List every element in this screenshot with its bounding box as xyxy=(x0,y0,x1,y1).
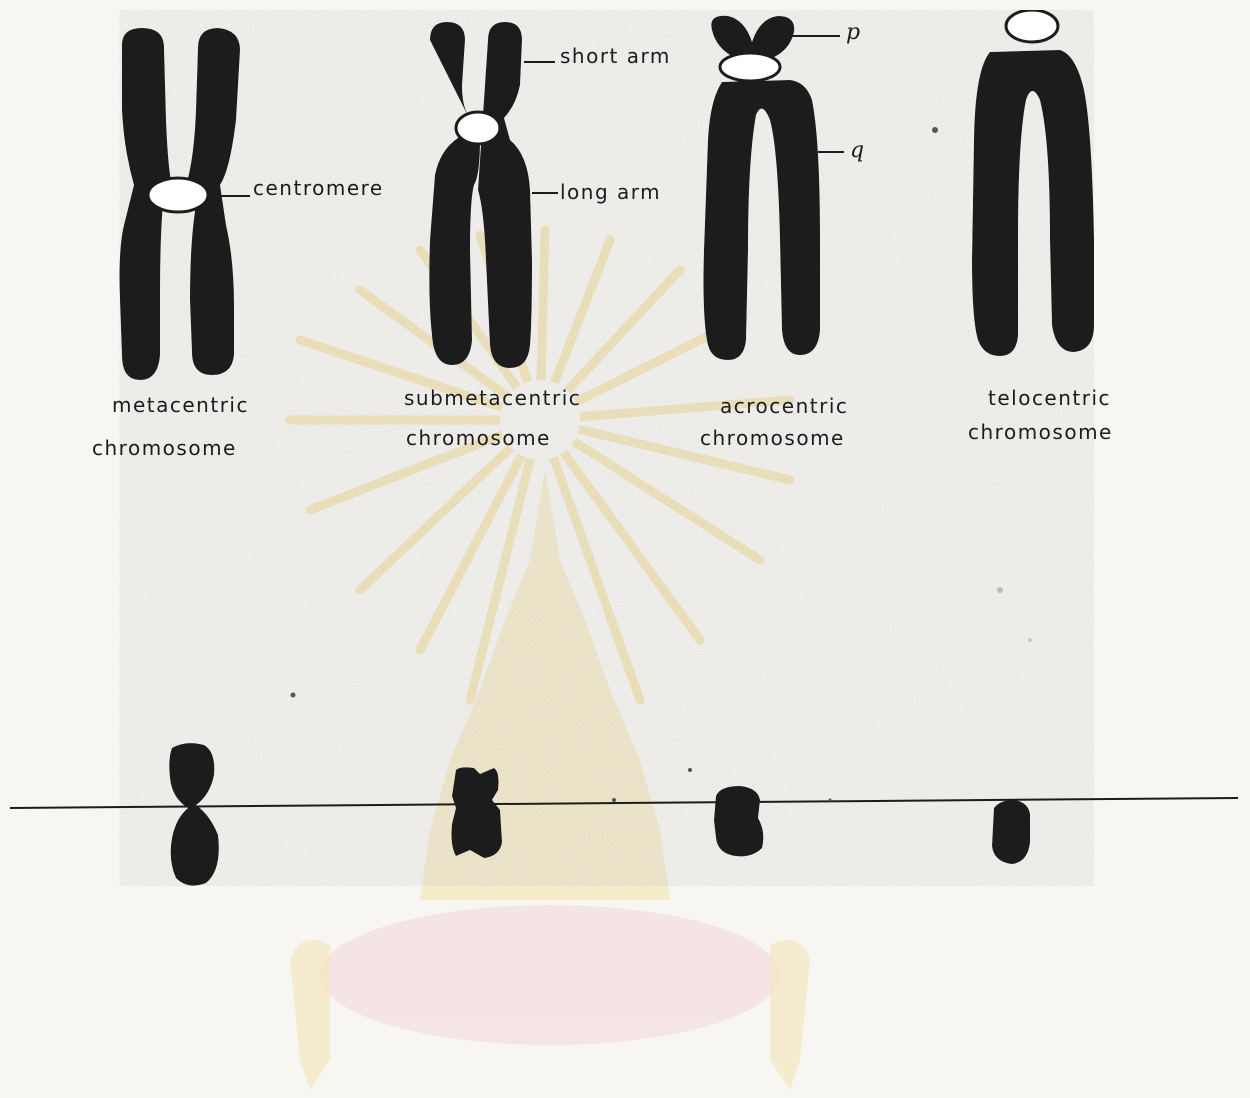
long-arm-label: long arm xyxy=(560,182,661,202)
q-arm-label: q xyxy=(850,140,864,162)
specimen-submetacentric xyxy=(452,767,503,858)
metacentric-label-line2: chromosome xyxy=(92,438,237,458)
specimen-telocentric xyxy=(992,800,1030,864)
speckles xyxy=(291,127,1033,802)
p-arm-label: p xyxy=(846,22,860,44)
centromere-label: centromere xyxy=(253,178,384,198)
specimen-acrocentric xyxy=(714,786,763,856)
acrocentric-label-line2: chromosome xyxy=(700,428,845,448)
metacentric-centromere xyxy=(148,178,208,212)
submetacentric-label-line2: chromosome xyxy=(406,428,551,448)
telocentric-chromosome xyxy=(972,50,1094,356)
metacentric-label-line1: metacentric xyxy=(112,395,249,415)
telocentric-label-line1: telocentric xyxy=(988,388,1111,408)
submetacentric-chromosome xyxy=(429,22,532,368)
telocentric-centromere xyxy=(1006,10,1058,42)
telocentric-label-line2: chromosome xyxy=(968,422,1113,442)
short-arm-label: short arm xyxy=(560,46,671,66)
specimen-metacentric xyxy=(169,743,218,886)
submetacentric-centromere xyxy=(456,112,500,144)
submetacentric-label-line1: submetacentric xyxy=(404,388,581,408)
emblem-base xyxy=(320,905,780,1045)
acrocentric-centromere xyxy=(720,53,780,81)
acrocentric-label-line1: acrocentric xyxy=(720,396,848,416)
